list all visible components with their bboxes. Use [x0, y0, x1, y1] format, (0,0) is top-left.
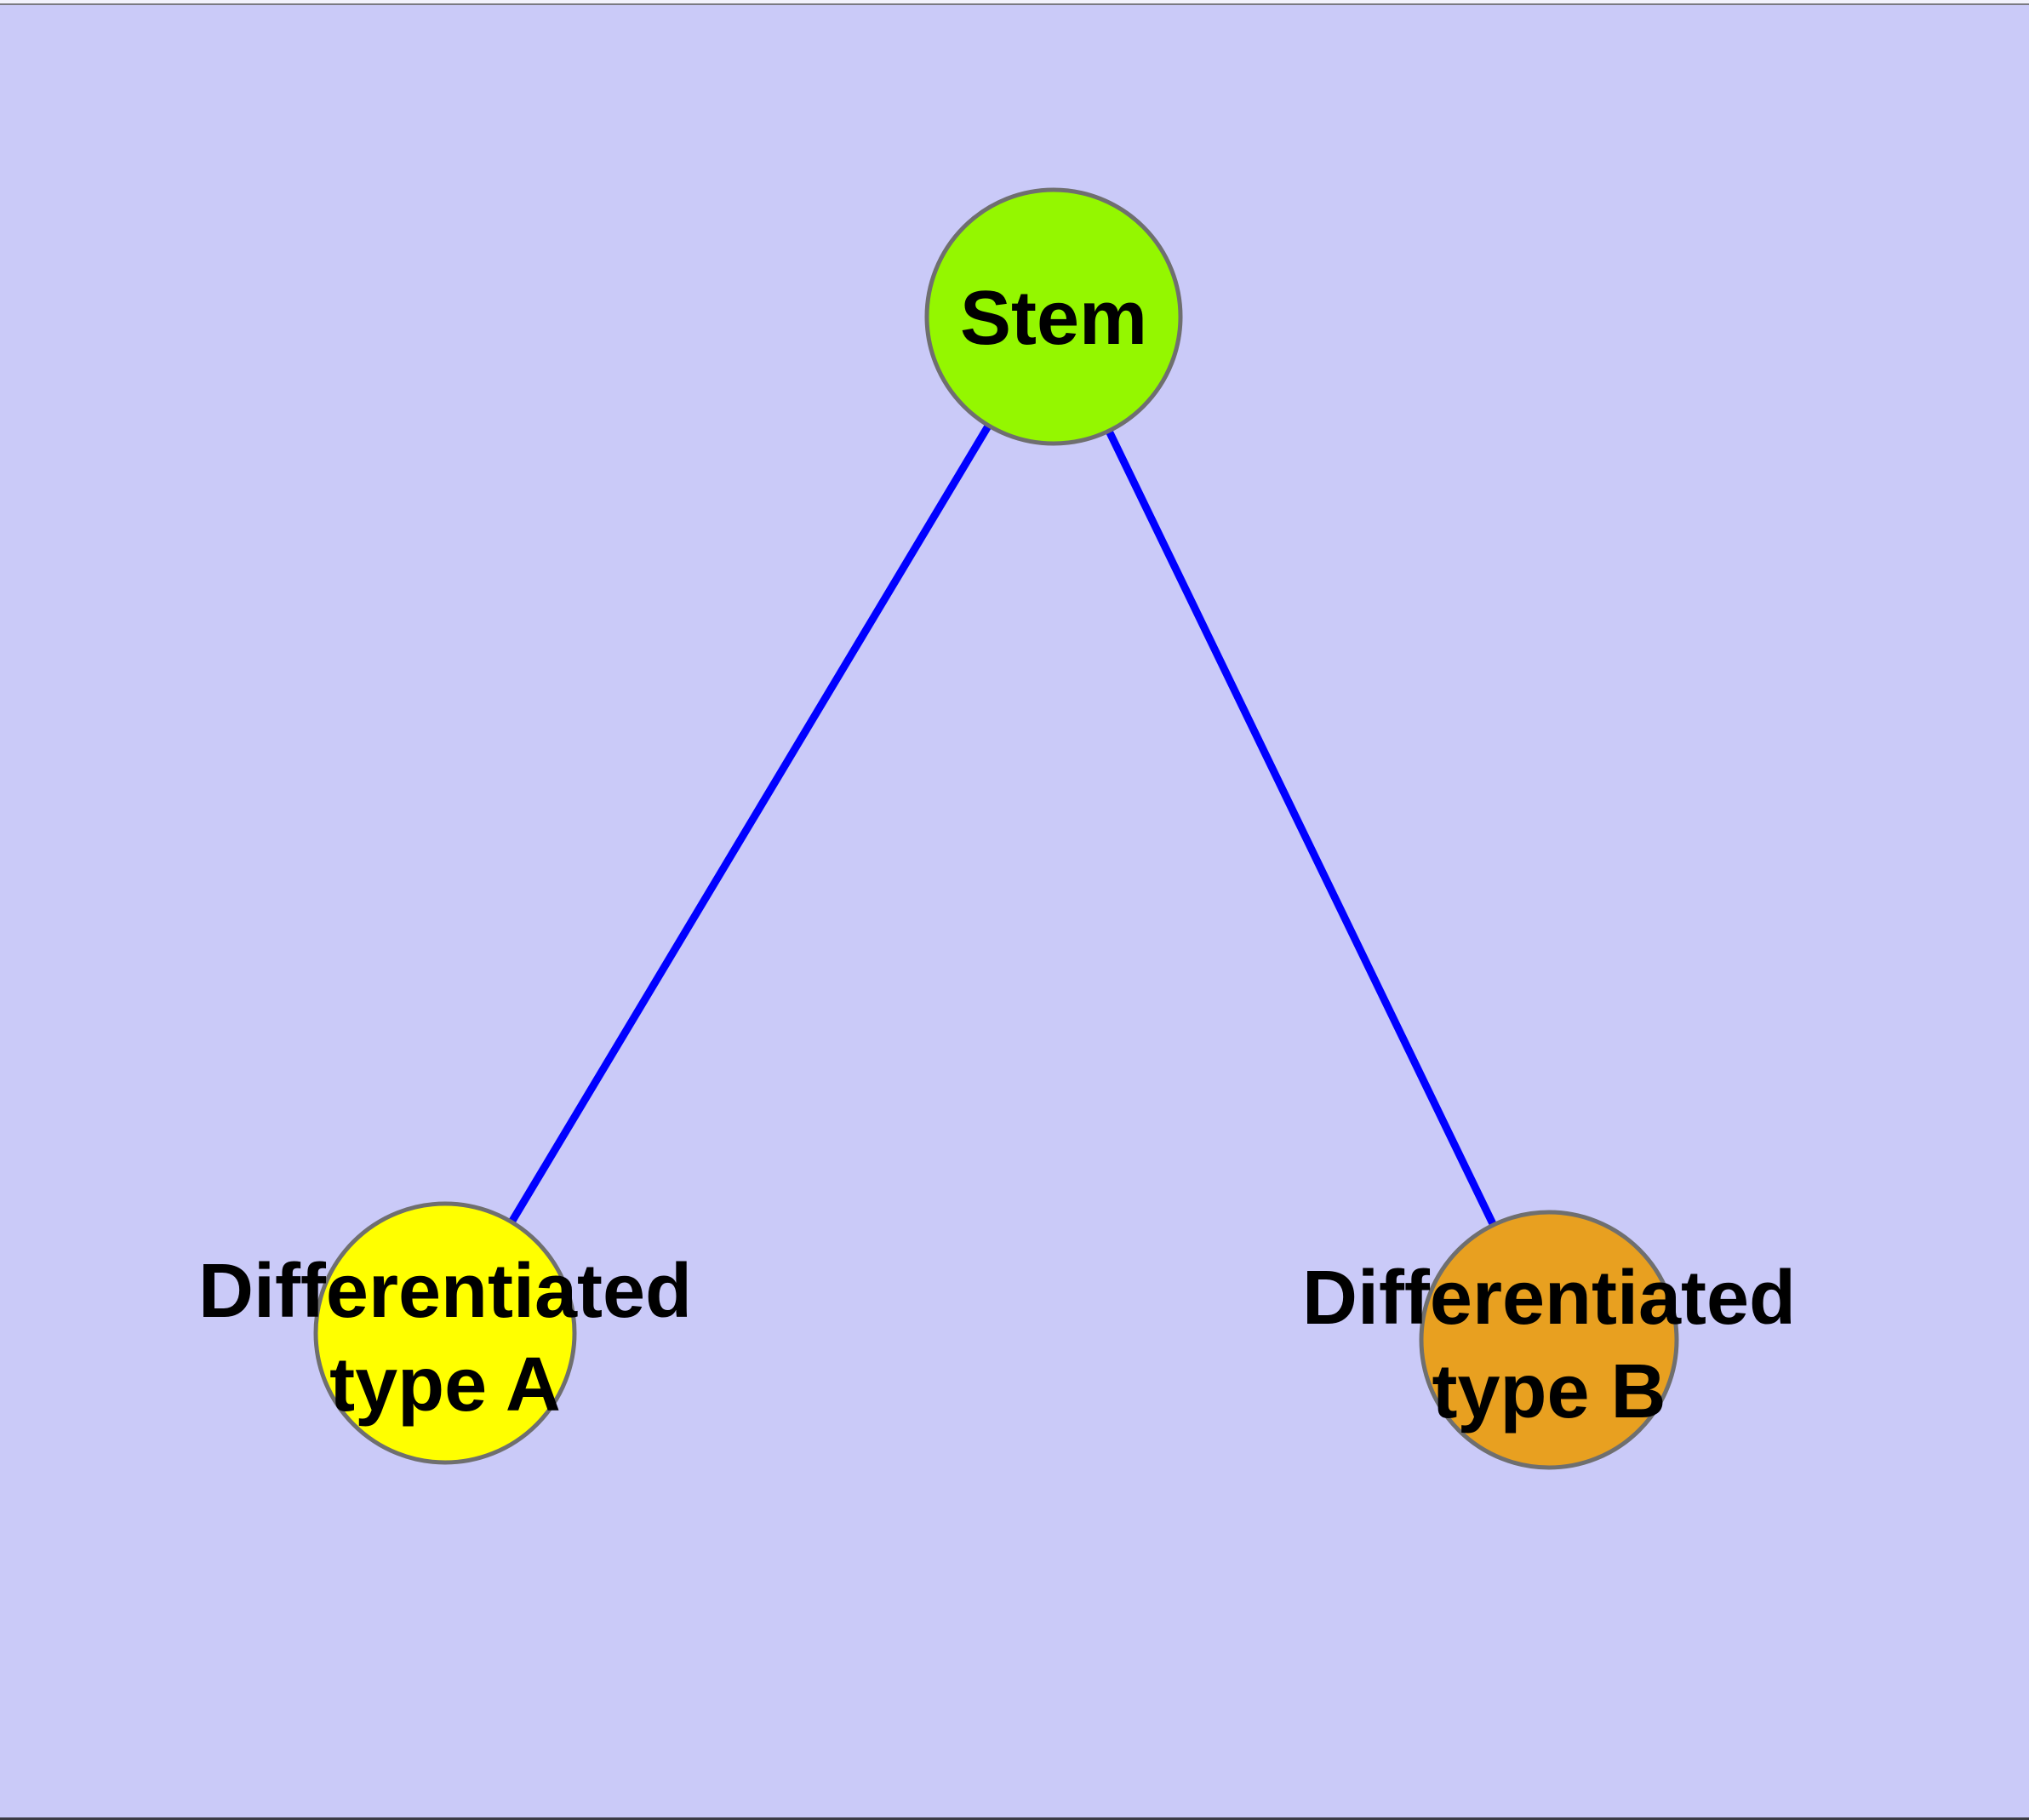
window-top-edge: [0, 0, 2029, 5]
node-differentiated-type-b[interactable]: [1419, 1210, 1679, 1470]
edge-stem-to-type-b: [1049, 315, 1553, 1342]
edge-stem-to-type-a: [442, 314, 1057, 1336]
node-type-b-label-line2: type B: [1432, 1349, 1666, 1434]
window-bottom-edge: [0, 1817, 2029, 1820]
node-type-a-label-line1: Differentiated: [198, 1249, 692, 1334]
node-differentiated-type-a[interactable]: [313, 1201, 577, 1465]
node-stem-label: Stem: [960, 276, 1147, 361]
node-type-a-label-line2: type A: [329, 1342, 561, 1428]
node-type-b-label-line1: Differentiated: [1302, 1256, 1796, 1341]
node-stem[interactable]: [924, 187, 1183, 446]
